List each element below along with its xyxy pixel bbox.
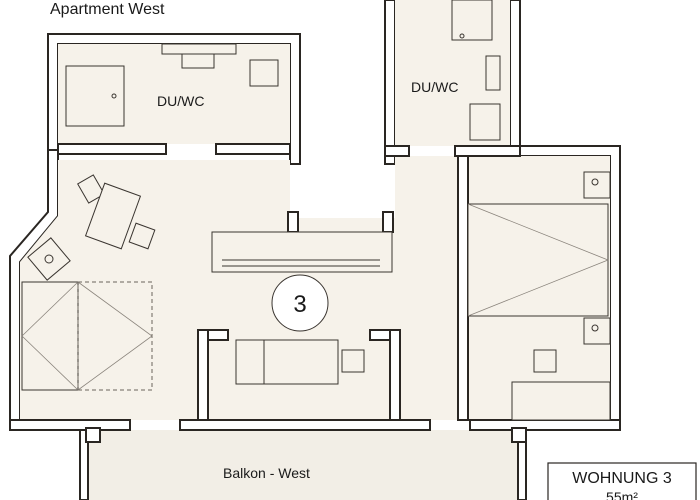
interior-walls bbox=[9, 143, 621, 500]
unit-legend-area: 55m² bbox=[606, 489, 638, 500]
unit-legend: WOHNUNG 3 55m² bbox=[547, 462, 697, 500]
unit-number-badge: 3 bbox=[271, 274, 329, 332]
unit-legend-name: WOHNUNG 3 bbox=[572, 470, 672, 487]
room-label-balcony: Balkon - West bbox=[223, 465, 310, 481]
exterior-walls bbox=[9, 0, 621, 431]
room-label-bath-right: DU/WC bbox=[411, 79, 458, 95]
unit-number: 3 bbox=[293, 291, 306, 318]
furniture bbox=[21, 0, 611, 421]
plan-title: Apartment West bbox=[50, 1, 165, 18]
room-label-bath-left: DU/WC bbox=[157, 93, 204, 109]
